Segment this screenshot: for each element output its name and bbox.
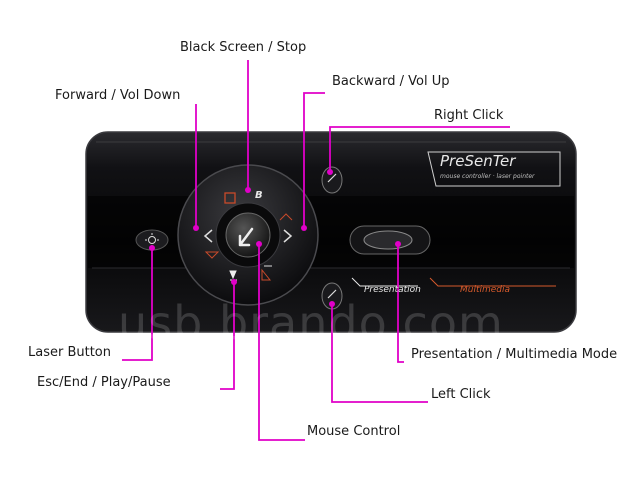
label-left-click: Left Click — [431, 387, 491, 402]
forward-icon — [203, 229, 213, 243]
callout-lines — [122, 60, 510, 441]
label-forward-vol-down: Forward / Vol Down — [55, 88, 181, 103]
label-esc-end-play-pause: Esc/End / Play/Pause — [37, 375, 171, 390]
label-backward-vol-up: Backward / Vol Up — [332, 74, 450, 89]
label-right-click: Right Click — [434, 108, 504, 123]
stop-icon — [224, 192, 236, 204]
right-click-button — [321, 166, 343, 194]
laser-button — [135, 229, 169, 251]
callout-dots — [149, 169, 401, 307]
label-laser-button: Laser Button — [28, 345, 112, 360]
brand-tagline: mouse controller · laser pointer — [440, 173, 535, 180]
mouse-arrow-icon — [238, 227, 254, 247]
brand-logo: PreSenTer — [440, 152, 516, 170]
navigation-pad — [177, 164, 319, 306]
mode-multimedia-label: Multimedia — [460, 285, 511, 295]
label-black-screen-stop: Black Screen / Stop — [180, 40, 307, 55]
glossy-band — [88, 196, 574, 268]
brand-panel — [427, 151, 561, 187]
backward-icon — [283, 229, 293, 243]
label-mouse-control: Mouse Control — [307, 424, 401, 439]
button-glyph-b: B — [255, 190, 263, 201]
mode-presentation-label: Presentation — [364, 285, 421, 295]
laser-icon — [148, 236, 156, 244]
left-click-button — [321, 282, 343, 310]
watermark: usb.brando.com — [118, 296, 504, 350]
mode-switch — [349, 225, 431, 255]
label-presentation-multimedia-mode: Presentation / Multimedia Mode — [411, 347, 618, 362]
